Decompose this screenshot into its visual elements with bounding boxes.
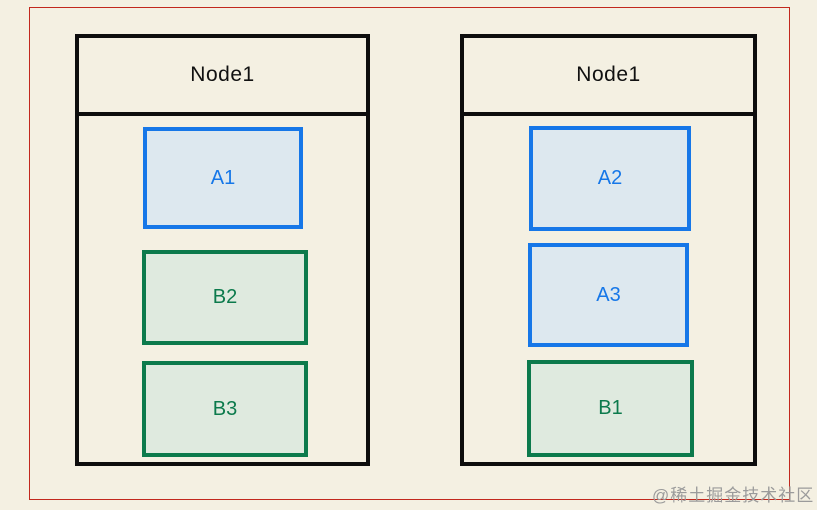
watermark-text: @稀土掘金技术社区 [652,486,815,505]
task-box-a2-label: A2 [597,167,623,189]
node-left-title: Node1 [79,38,366,116]
task-box-a2: A2 [529,126,691,231]
task-box-b3: B3 [142,361,308,457]
task-box-b2: B2 [142,250,308,345]
task-box-a1-label: A1 [210,166,236,189]
task-box-a1: A1 [143,127,303,229]
node-container-right: Node1 A2 A3 B1 [460,34,757,466]
task-box-a3: A3 [528,243,689,347]
task-box-b3-label: B3 [212,397,238,420]
task-box-a3-label: A3 [596,283,621,306]
task-box-b1: B1 [527,360,694,457]
task-box-b2-label: B2 [212,286,238,308]
task-box-b1-label: B1 [598,397,623,419]
node-container-left: Node1 A1 B2 B3 [75,34,370,466]
node-right-title: Node1 [464,38,753,116]
